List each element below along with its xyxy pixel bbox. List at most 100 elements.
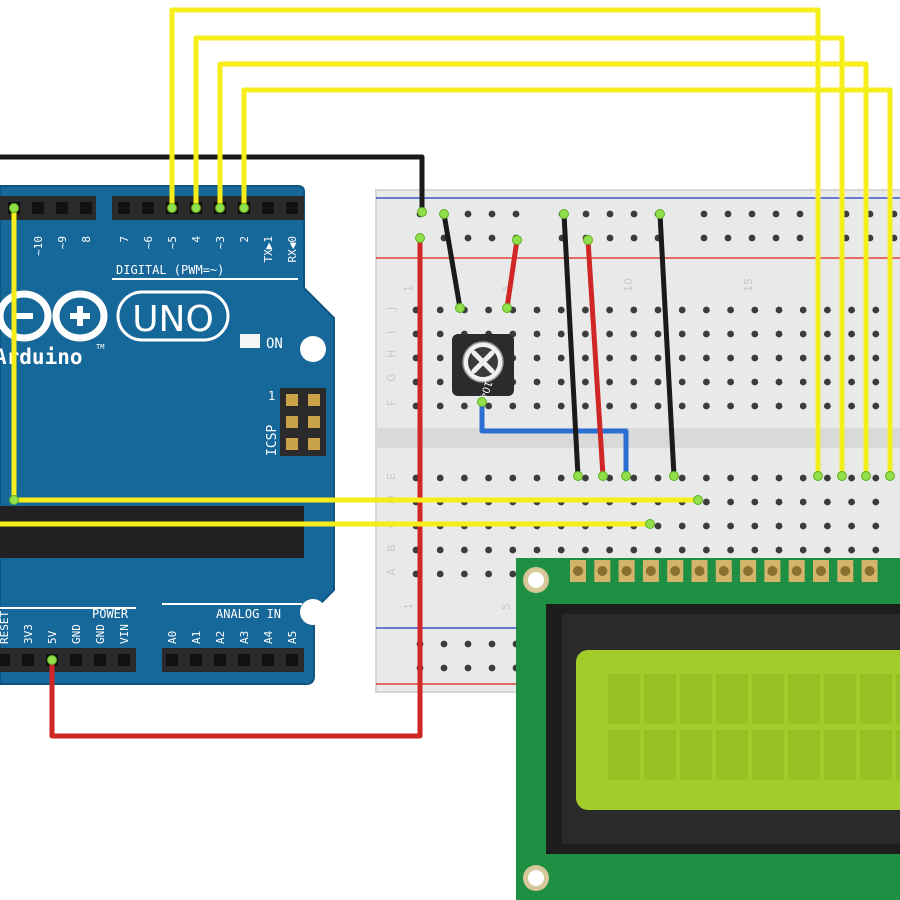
- breadboard-hole: [872, 330, 880, 338]
- rail-hole: [748, 210, 756, 218]
- breadboard-hole: [678, 354, 686, 362]
- wire-endpoint: [813, 471, 823, 481]
- breadboard-hole: [557, 546, 565, 554]
- breadboard-hole: [654, 378, 662, 386]
- rail-hole: [512, 210, 520, 218]
- breadboard-hole: [751, 546, 759, 554]
- breadboard-hole: [799, 498, 807, 506]
- pin-socket: [286, 202, 298, 214]
- breadboard-hole: [703, 330, 710, 338]
- column-number-15: 15: [742, 278, 755, 292]
- breadboard-hole: [799, 378, 807, 386]
- on-led: [240, 334, 260, 348]
- wire-d2: [241, 87, 893, 479]
- icsp-pin: [308, 416, 320, 428]
- wire-endpoint: [47, 655, 57, 665]
- breadboard-hole: [678, 402, 686, 410]
- lcd-pin: [718, 566, 729, 576]
- breadboard-hole: [678, 306, 686, 314]
- breadboard-hole: [606, 378, 613, 386]
- pin-socket: [118, 654, 130, 666]
- breadboard-hole: [436, 378, 444, 386]
- lcd-pin: [864, 566, 875, 576]
- icsp-pin: [308, 394, 320, 406]
- breadboard-hole: [606, 330, 613, 338]
- breadboard-hole: [485, 474, 492, 482]
- breadboard-hole: [703, 402, 710, 410]
- breadboard-hole: [872, 378, 880, 386]
- breadboard-hole: [485, 546, 492, 554]
- icsp-pin1-label: 1: [268, 389, 275, 403]
- lcd-pin-header: [570, 560, 878, 582]
- analog-header: [162, 648, 304, 672]
- breadboard-hole: [824, 474, 831, 482]
- rail-hole: [630, 234, 638, 242]
- row-letter-h: H: [385, 350, 398, 358]
- breadboard-hole: [654, 354, 662, 362]
- digital-header-right: [112, 196, 304, 220]
- pin-label-3: ~3: [214, 236, 227, 249]
- breadboard-hole: [461, 570, 468, 578]
- wire-endpoint: [885, 471, 895, 481]
- breadboard-hole: [582, 330, 589, 338]
- wire-pot-wiper: [479, 399, 629, 479]
- icsp-pin: [286, 394, 298, 406]
- lcd-cell: [716, 674, 748, 724]
- breadboard-hole: [485, 570, 492, 578]
- row-letter-j: J: [385, 307, 398, 311]
- on-label: ON: [266, 336, 283, 352]
- breadboard-hole: [509, 570, 517, 578]
- wire-endpoint: [415, 233, 425, 243]
- breadboard-hole: [606, 354, 613, 362]
- arduino-logo: [0, 290, 108, 342]
- row-letter-i: I: [385, 331, 398, 334]
- breadboard-hole: [799, 354, 807, 362]
- pin-label-9: ~9: [56, 236, 69, 249]
- breadboard-hole: [775, 330, 783, 338]
- pin-label-a4: A4: [262, 630, 275, 644]
- breadboard-hole: [533, 378, 541, 386]
- breadboard-hole: [557, 378, 565, 386]
- breadboard-hole: [461, 402, 468, 410]
- breadboard-hole: [630, 474, 638, 482]
- wire-lcd-gnd-1: [561, 211, 581, 479]
- pin-socket: [262, 654, 274, 666]
- breadboard-hole: [872, 306, 880, 314]
- wire-d4: [193, 35, 845, 479]
- breadboard-hole: [509, 402, 517, 410]
- breadboard-hole: [533, 546, 541, 554]
- power-header-label: POWER: [92, 607, 129, 621]
- breadboard-hole: [533, 354, 541, 362]
- pin-label-a3: A3: [238, 631, 251, 644]
- breadboard-hole: [775, 498, 783, 506]
- breadboard-hole: [824, 522, 831, 530]
- digital-header-label: DIGITAL (PWM=~): [116, 263, 224, 277]
- pin-socket: [94, 654, 106, 666]
- breadboard-hole: [872, 402, 880, 410]
- wire-endpoint: [9, 203, 19, 213]
- lcd-cell: [824, 730, 856, 780]
- breadboard-hole: [436, 354, 444, 362]
- wire-endpoint: [837, 471, 847, 481]
- breadboard-hole: [436, 474, 444, 482]
- wire-endpoint: [621, 471, 631, 481]
- column-number-1-bottom: 1: [402, 603, 415, 610]
- breadboard-hole: [775, 546, 783, 554]
- rail-hole: [488, 234, 496, 242]
- wire-endpoint: [439, 209, 449, 219]
- wire-endpoints: [9, 203, 895, 665]
- rail-hole: [464, 210, 472, 218]
- rail-hole: [700, 210, 708, 218]
- pin-label-tx1: TX▶1: [262, 236, 275, 263]
- breadboard-hole: [775, 402, 783, 410]
- pin-label-gnd-2: GND: [94, 624, 107, 644]
- rail-hole: [464, 640, 472, 648]
- lcd-pin: [573, 566, 583, 576]
- wire-endpoint: [583, 235, 593, 245]
- breadboard-hole: [533, 474, 541, 482]
- breadboard-hole: [533, 306, 541, 314]
- pin-socket: [166, 654, 178, 666]
- lcd-cell: [860, 674, 892, 724]
- pin-label-vin: VIN: [118, 624, 131, 644]
- lcd-character-cells: [608, 674, 900, 780]
